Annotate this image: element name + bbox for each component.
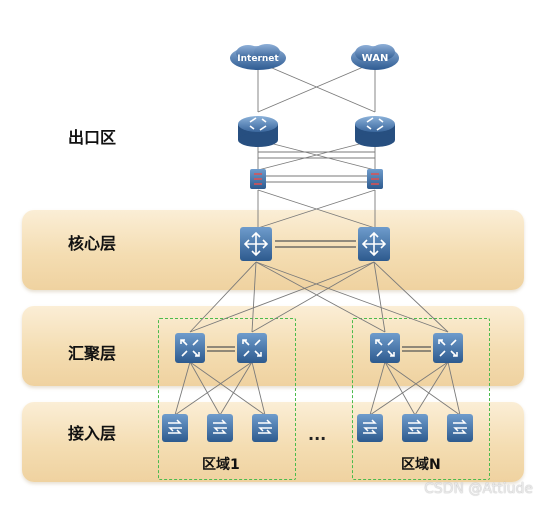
access-layer-label: 接入层 <box>68 424 117 443</box>
router-icon <box>238 116 278 147</box>
firewall-icon <box>250 169 266 189</box>
access-switch-icon <box>207 414 233 442</box>
aggregation-switch-icon <box>433 333 463 363</box>
ellipsis-label: ... <box>308 425 327 444</box>
aggregation-switch-icon <box>370 333 400 363</box>
trunk-links <box>207 240 431 352</box>
zone-n-box <box>352 318 490 480</box>
cloud-icon: Internet <box>230 44 286 70</box>
internet-label: Internet <box>237 54 279 64</box>
aggregation-switch-icon <box>237 333 267 363</box>
access-switch-icon <box>252 414 278 442</box>
zone-1-label: 区域1 <box>202 457 240 473</box>
core-switch-icon <box>358 227 390 261</box>
wan-label: WAN <box>362 53 389 64</box>
zone-1-box <box>158 318 296 480</box>
aggregation-layer-label: 汇聚层 <box>68 344 117 363</box>
firewall-icon <box>367 169 383 189</box>
access-switch-icon <box>447 414 473 442</box>
access-switch-icon <box>357 414 383 442</box>
links <box>174 61 461 416</box>
router-icon <box>355 116 395 147</box>
egress-layer-label: 出口区 <box>68 128 117 147</box>
watermark: CSDN @Attiude <box>424 481 533 497</box>
core-layer-label: 核心层 <box>68 234 117 253</box>
access-switch-icon <box>162 414 188 442</box>
zone-n-label: 区域N <box>401 457 441 473</box>
core-switch-icon <box>240 227 272 261</box>
access-switch-icon <box>402 414 428 442</box>
cloud-icon: WAN <box>351 44 399 70</box>
aggregation-switch-icon <box>175 333 205 363</box>
